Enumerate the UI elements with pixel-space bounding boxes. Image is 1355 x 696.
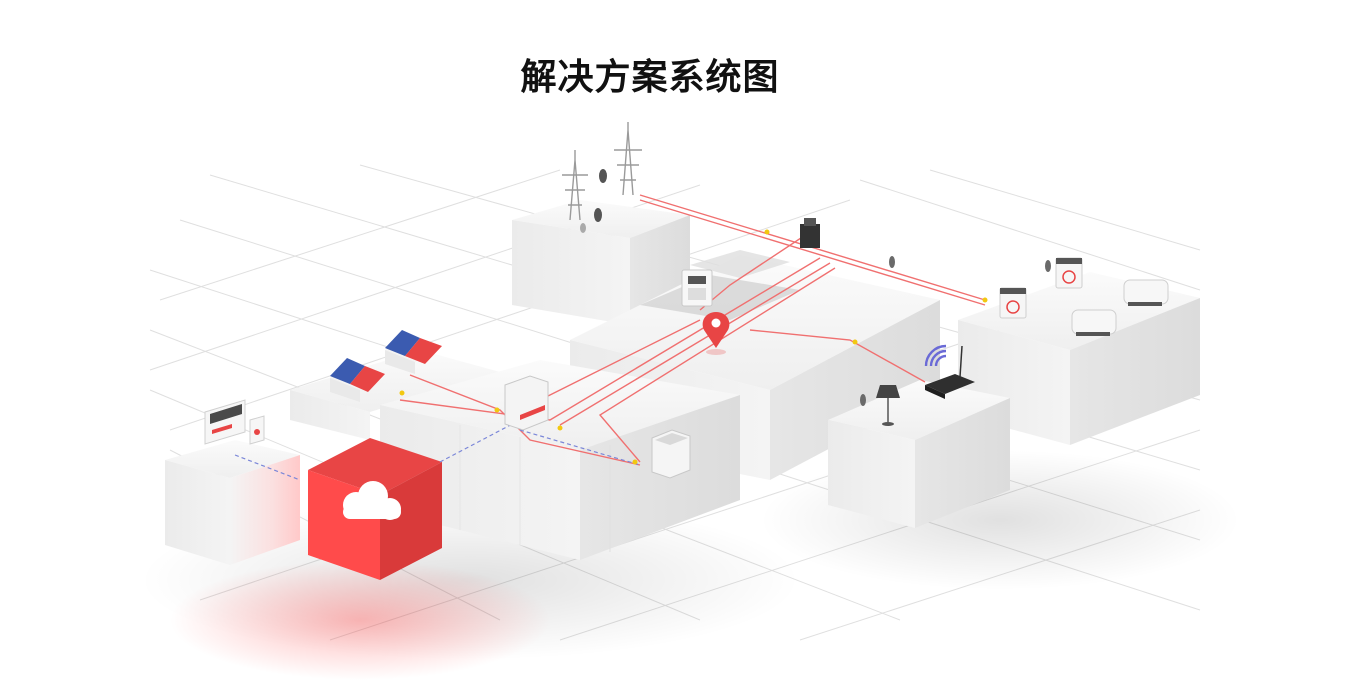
red-glow (170, 560, 550, 680)
battery-icon (652, 430, 690, 478)
monitor-block (165, 440, 300, 565)
air-conditioner-icon (1072, 310, 1116, 336)
washing-machine-icon (1056, 258, 1082, 288)
monitor-icon (205, 400, 264, 444)
washing-machine-icon (1000, 288, 1026, 318)
circuit-breaker-icon (800, 218, 820, 248)
electric-meter-icon (682, 270, 712, 306)
air-conditioner-icon (1124, 280, 1168, 306)
inverter-icon (505, 376, 548, 430)
